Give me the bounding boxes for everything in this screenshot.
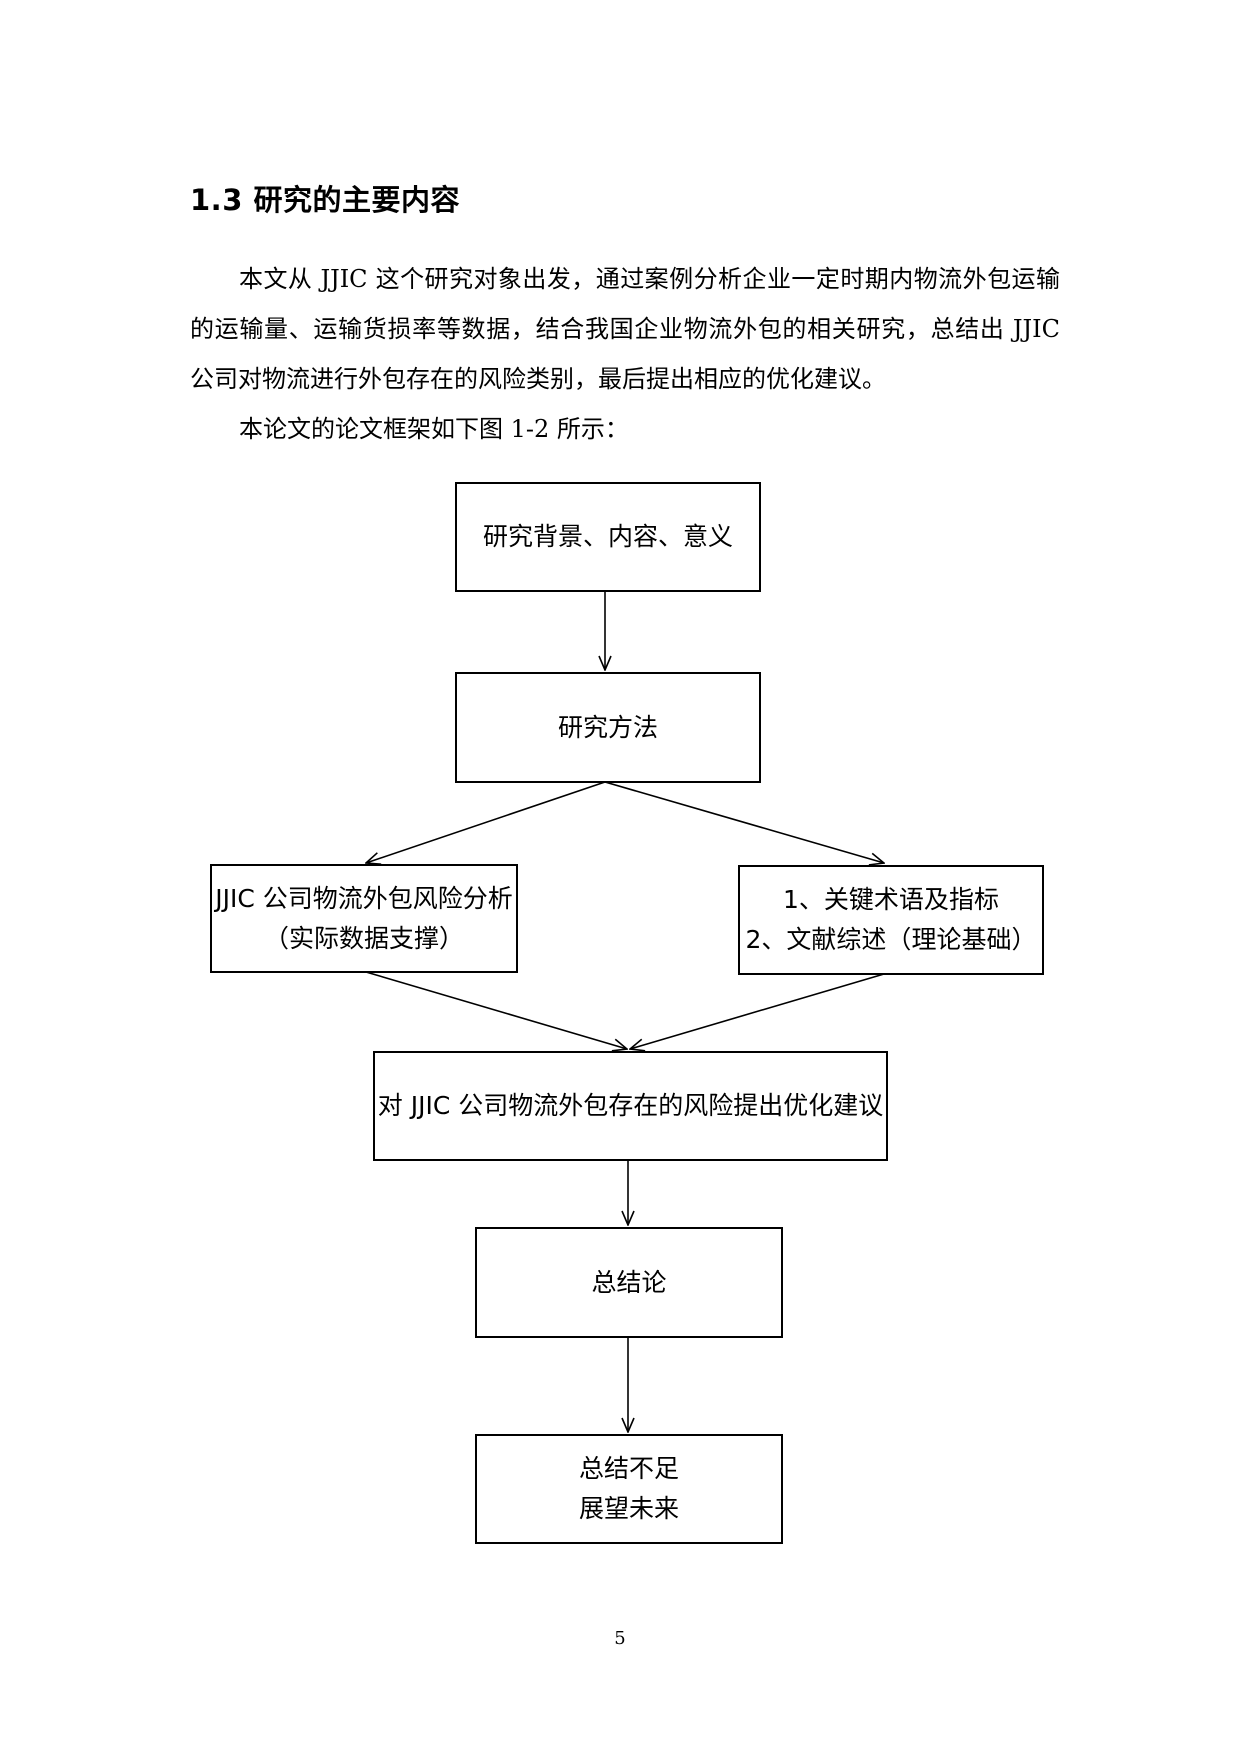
flow-box-methods-label: 研究方法	[557, 712, 658, 742]
page-number: 5	[614, 1628, 626, 1649]
arrow-box2-to-box3	[366, 781, 606, 863]
flow-box-terms-literature-line2: 2、文献综述（理论基础）	[745, 925, 1037, 954]
flow-box-methods: 研究方法	[455, 672, 761, 783]
flow-box-terms-literature-line1: 1、关键术语及指标	[783, 885, 999, 914]
flow-box-terms-literature: 1、关键术语及指标 2、文献综述（理论基础）	[738, 865, 1044, 975]
flow-box-risk-analysis: JJIC 公司物流外包风险分析 （实际数据支撑）	[210, 864, 518, 973]
body-paragraph-2: 本论文的论文框架如下图 1-2 所示：	[239, 415, 629, 443]
flow-box-conclusion-label: 总结论	[591, 1267, 667, 1297]
body-paragraph-1: 本文从 JJIC 这个研究对象出发，通过案例分析企业一定时期内物流外包运输的运输…	[190, 265, 1060, 393]
flow-box-risk-analysis-line1: JJIC 公司物流外包风险分析	[215, 883, 513, 913]
arrow-box3-to-box5	[365, 971, 627, 1049]
flow-box-conclusion: 总结论	[475, 1227, 783, 1338]
flow-box-suggestions-label: 对 JJIC 公司物流外包存在的风险提出优化建议	[377, 1091, 884, 1120]
arrow-box2-to-box4	[604, 781, 884, 863]
flow-box-outlook: 总结不足 展望未来	[475, 1434, 783, 1544]
flow-box-outlook-line1: 总结不足	[578, 1454, 679, 1483]
flow-box-suggestions: 对 JJIC 公司物流外包存在的风险提出优化建议	[373, 1051, 888, 1161]
flow-box-background: 研究背景、内容、意义	[455, 482, 761, 592]
section-heading: 1.3 研究的主要内容	[190, 183, 460, 217]
flow-box-background-label: 研究背景、内容、意义	[482, 522, 733, 551]
arrow-box4-to-box5	[630, 973, 885, 1049]
flow-box-outlook-line2: 展望未来	[578, 1494, 679, 1523]
flow-box-risk-analysis-line2: （实际数据支撑）	[263, 923, 464, 953]
